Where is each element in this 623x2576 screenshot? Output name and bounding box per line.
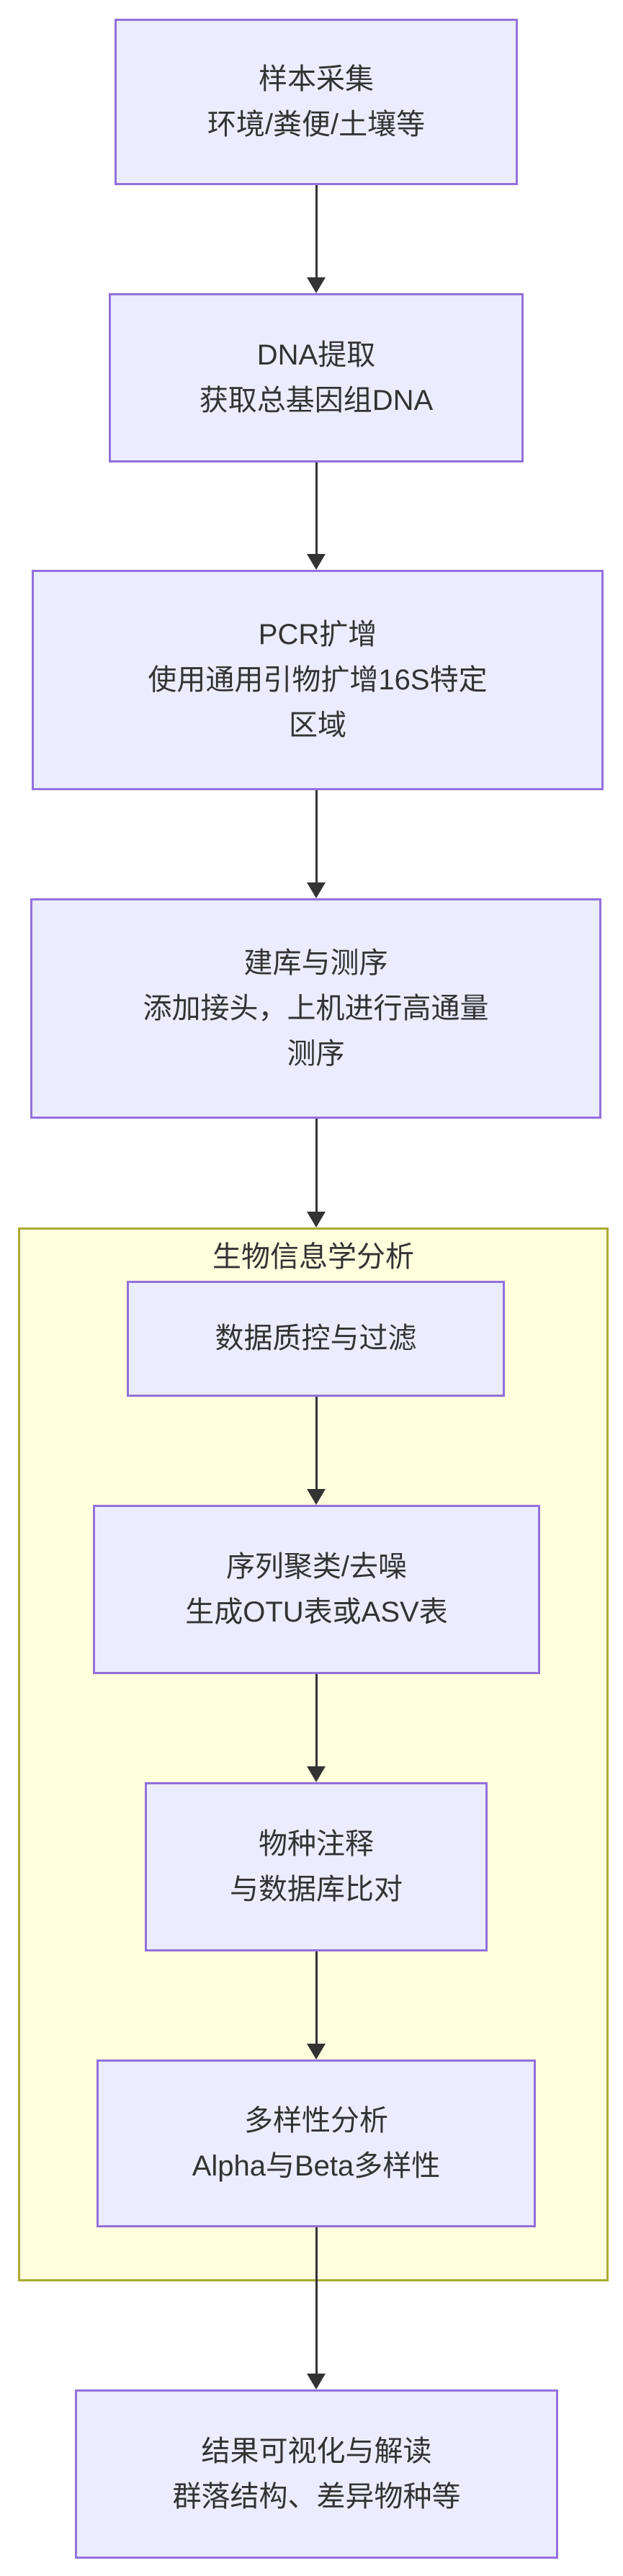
arrow-shaft — [315, 1674, 318, 1771]
arrowhead-down-icon — [307, 277, 326, 293]
node-label-line: DNA提取 — [256, 339, 376, 371]
node-taxonomy-annotation: 物种注释 与数据库比对 — [145, 1782, 488, 1951]
arrowhead-down-icon — [307, 882, 326, 898]
arrow-shaft — [315, 1119, 318, 1216]
arrow-qc-to-clustering — [307, 1397, 326, 1505]
node-label-line: Alpha与Beta多样性 — [192, 2150, 441, 2182]
arrow-sample-to-dna — [307, 185, 326, 293]
arrow-clustering-to-annotation — [307, 1674, 326, 1782]
arrowhead-down-icon — [307, 1212, 326, 1227]
node-qc-filter: 数据质控与过滤 — [127, 1281, 505, 1397]
node-pcr-amplification: PCR扩增 使用通用引物扩增16S特定 区域 — [32, 570, 604, 790]
node-label-line: 建库与测序 — [243, 947, 388, 979]
cluster-title: 生物信息学分析 — [212, 1241, 414, 1273]
node-label-line: 环境/粪便/土壤等 — [207, 108, 426, 140]
arrow-shaft — [315, 2227, 318, 2378]
arrow-dna-to-pcr — [307, 462, 326, 570]
node-label-line: 添加接头，上机进行高通量 — [143, 992, 489, 1024]
arrow-shaft — [315, 462, 318, 558]
node-label-line: 群落结构、差异物种等 — [172, 2480, 461, 2513]
node-label-line: PCR扩增 — [258, 618, 377, 650]
node-label-line: 结果可视化与解读 — [201, 2435, 432, 2467]
arrow-library-to-bioinformatics — [307, 1119, 326, 1227]
node-diversity-analysis: 多样性分析 Alpha与Beta多样性 — [97, 2060, 536, 2227]
arrow-annotation-to-diversity — [307, 1951, 326, 2060]
node-label-line: 区域 — [289, 709, 346, 741]
node-sample-collection: 样本采集 环境/粪便/土壤等 — [115, 19, 518, 185]
node-label-line: 与数据库比对 — [230, 1873, 403, 1905]
arrow-shaft — [315, 790, 318, 887]
node-label-line: 数据质控与过滤 — [215, 1323, 417, 1354]
node-label-line: 测序 — [287, 1037, 345, 1070]
arrowhead-down-icon — [307, 554, 326, 570]
arrow-pcr-to-library — [307, 790, 326, 898]
arrow-diversity-to-result — [307, 2227, 326, 2389]
node-library-sequencing: 建库与测序 添加接头，上机进行高通量 测序 — [30, 898, 601, 1119]
arrow-shaft — [315, 1951, 318, 2048]
node-label-line: 物种注释 — [259, 1828, 374, 1860]
node-label-line: 序列聚类/去噪 — [225, 1550, 408, 1583]
node-label-line: 多样性分析 — [244, 2104, 388, 2137]
node-clustering-denoise: 序列聚类/去噪 生成OTU表或ASV表 — [93, 1505, 540, 1674]
arrowhead-down-icon — [307, 2374, 326, 2389]
arrow-shaft — [315, 1397, 318, 1493]
arrowhead-down-icon — [307, 1766, 326, 1782]
node-label-line: 使用通用引物扩增16S特定 — [148, 663, 488, 696]
node-dna-extraction: DNA提取 获取总基因组DNA — [109, 293, 524, 462]
arrowhead-down-icon — [307, 1489, 326, 1505]
node-visualization: 结果可视化与解读 群落结构、差异物种等 — [75, 2389, 558, 2559]
node-label-line: 样本采集 — [259, 63, 374, 95]
node-label-line: 获取总基因组DNA — [199, 384, 434, 416]
node-label-line: 生成OTU表或ASV表 — [185, 1596, 448, 1628]
arrowhead-down-icon — [307, 2044, 326, 2060]
arrow-shaft — [315, 185, 318, 282]
